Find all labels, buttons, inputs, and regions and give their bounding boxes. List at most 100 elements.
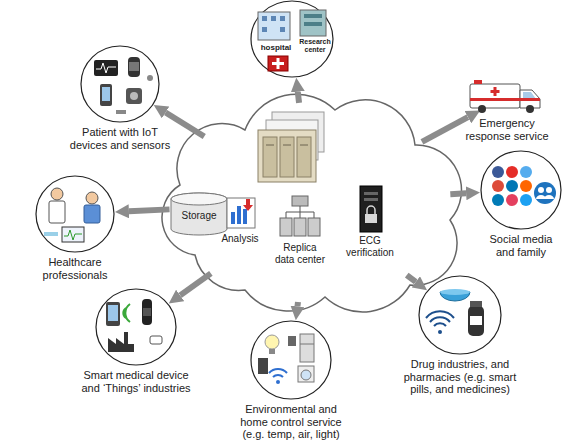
node-label: Storage	[170, 210, 228, 222]
hospital-building	[271, 16, 276, 21]
ambulance-icon	[491, 87, 500, 96]
arrow-connector	[129, 209, 170, 211]
patient-device-icons	[102, 87, 110, 101]
hospital-building	[304, 22, 322, 26]
storage-cylinder: Storage	[170, 193, 228, 235]
hospital-building	[280, 16, 285, 21]
ecg-server-icon	[365, 214, 377, 223]
replica-network-icon	[280, 196, 320, 236]
stakeholder-circle	[80, 45, 160, 123]
smart-device-icons	[150, 336, 162, 344]
stakeholder-circle	[250, 320, 332, 400]
server-stack	[258, 130, 316, 182]
replica-network-icon	[292, 196, 308, 206]
analysis-icon	[237, 206, 241, 224]
ambulance-node: Emergency response service	[462, 78, 552, 114]
node-caption: Patient with IoT devices and sensors	[68, 126, 173, 151]
hospital-building	[262, 16, 267, 21]
drug-icons	[426, 289, 484, 336]
stakeholder-circle	[35, 175, 115, 253]
home-control-icons	[288, 336, 296, 346]
patient-device-icons	[100, 84, 112, 106]
circle-outline	[36, 176, 114, 252]
arrow-connector	[180, 273, 211, 295]
cylinder-top	[171, 193, 227, 205]
smart-device-icons	[142, 299, 152, 325]
social-media-icons	[506, 166, 518, 178]
ambulance-icon	[470, 98, 540, 101]
patient-device-icons	[94, 57, 153, 114]
patient-device-icons	[147, 75, 153, 81]
stakeholder-circle	[480, 150, 562, 230]
home-control-icons	[276, 380, 280, 384]
replica-network-icon	[280, 218, 292, 236]
healthcare-icons	[44, 232, 58, 236]
circle-outline	[251, 1, 333, 77]
social-media-icons	[492, 166, 504, 178]
node-label: Replica data center	[274, 242, 326, 265]
stakeholder-circle: Drug industries, and pharmacies (e.g. sm…	[418, 275, 502, 355]
drug-icons	[440, 292, 470, 301]
drug-icons	[468, 306, 484, 336]
ambulance-icon	[470, 80, 540, 113]
ambulance-icon	[526, 105, 534, 113]
circle-outline	[96, 289, 176, 365]
stakeholder-circle: Smart medical device and ‘Things’ indust…	[95, 288, 177, 366]
server-stack	[280, 137, 294, 177]
analysis-icon	[231, 212, 235, 224]
home-control-icons	[300, 334, 314, 362]
cylinder-body	[171, 193, 227, 235]
cloud-outline	[162, 94, 462, 312]
drug-icons	[440, 289, 470, 295]
drug-icons	[470, 301, 482, 307]
circle-outline	[419, 276, 501, 354]
hospital-building	[268, 56, 288, 71]
healthcare-icons	[51, 188, 63, 200]
node-label: Analysis	[210, 233, 270, 245]
social-media-icons	[520, 194, 532, 206]
home-control-icons	[258, 358, 268, 374]
analysis-icon	[243, 209, 247, 224]
server-stack	[283, 145, 291, 146]
ambulance-icon	[523, 92, 536, 99]
stakeholder-circle	[95, 288, 177, 366]
server-stack	[266, 120, 318, 160]
home-control-icons	[265, 335, 279, 349]
arrow-connector	[422, 117, 468, 142]
arrow-connector	[166, 112, 205, 136]
node-caption: Drug industries, and pharmacies (e.g. sm…	[393, 358, 528, 396]
ambulance-icon	[478, 105, 486, 113]
social-media-icons	[520, 166, 532, 178]
smart-device-icons	[143, 308, 151, 316]
stakeholder-circle: Social media and family	[480, 150, 562, 230]
healthcare-icons	[49, 201, 65, 223]
arrow-connector	[450, 190, 466, 197]
home-control-icons	[301, 370, 311, 380]
server-stack	[263, 137, 277, 177]
cloud-shape: AnalysisReplica data center ECG verificat…	[150, 85, 470, 320]
ambulance-icon	[520, 90, 540, 108]
healthcare-icons	[86, 192, 98, 204]
circle-outline	[251, 321, 331, 399]
patient-device-icons	[126, 88, 142, 104]
stakeholder-circle: Patient with IoT devices and sensors	[80, 45, 160, 123]
drug-icons	[438, 330, 442, 334]
node-caption: Social media and family	[484, 233, 559, 258]
ambulance-icon	[474, 80, 482, 84]
server-stack	[297, 137, 311, 177]
node-caption: Emergency response service	[460, 117, 555, 142]
hospital-building	[300, 10, 326, 36]
home-control-icons	[269, 369, 287, 377]
healthcare-icons	[62, 227, 84, 242]
smart-device-icons	[123, 304, 130, 322]
analysis-icon	[227, 198, 255, 228]
social-media-icons	[520, 180, 532, 192]
smart-device-icons	[106, 299, 162, 352]
home-control-icons	[298, 366, 314, 382]
node-label: ECG verification	[342, 235, 398, 258]
ecg-server-icon	[360, 186, 382, 232]
stakeholder-circle: Environmental and home control service (…	[250, 320, 332, 400]
arrow-connector	[407, 275, 416, 282]
